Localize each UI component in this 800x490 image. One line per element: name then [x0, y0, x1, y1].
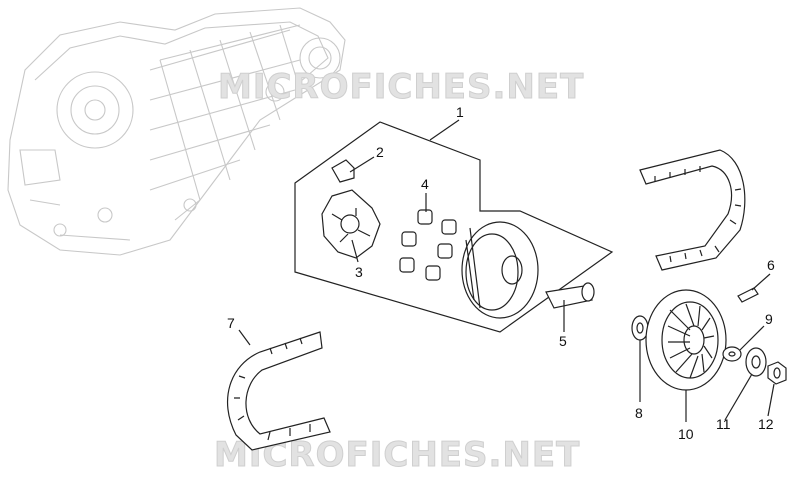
- callout-11: 11: [716, 416, 731, 432]
- callout-10: 10: [678, 426, 694, 442]
- watermark-bottom: MICROFICHES.NET: [214, 435, 580, 475]
- bushing-sleeve-part: [545, 282, 595, 309]
- callout-12: 12: [758, 416, 774, 432]
- callout-2: 2: [376, 144, 384, 160]
- leader-lines: [238, 119, 775, 422]
- rollers-part: [399, 209, 457, 281]
- callout-4: 4: [421, 176, 429, 192]
- callout-6: 6: [767, 257, 775, 273]
- callout-8: 8: [635, 405, 643, 421]
- washer-part-9: [722, 346, 742, 362]
- spring-washer-part: [745, 347, 767, 377]
- fan-pulley-part: [645, 289, 727, 391]
- callout-7: 7: [227, 315, 235, 331]
- callout-9: 9: [765, 311, 773, 327]
- drive-belt-lower: [227, 331, 331, 451]
- slider-part: [331, 159, 355, 183]
- callout-labels: 1 2 3 4 5 6 7 8 9 10 11 12: [227, 104, 775, 442]
- callout-3: 3: [355, 264, 363, 280]
- pin-part: [737, 287, 759, 303]
- variator-pulley-part: [461, 221, 539, 319]
- variator-assembly-outline: [294, 121, 614, 333]
- ramp-plate-part: [321, 189, 381, 259]
- callout-5: 5: [559, 333, 567, 349]
- callout-1: 1: [456, 104, 464, 120]
- drive-belt-upper: [639, 149, 746, 271]
- watermark-top: MICROFICHES.NET: [218, 67, 584, 107]
- crankcase-ghost-drawing: [7, 7, 346, 256]
- nut-part: [767, 361, 787, 385]
